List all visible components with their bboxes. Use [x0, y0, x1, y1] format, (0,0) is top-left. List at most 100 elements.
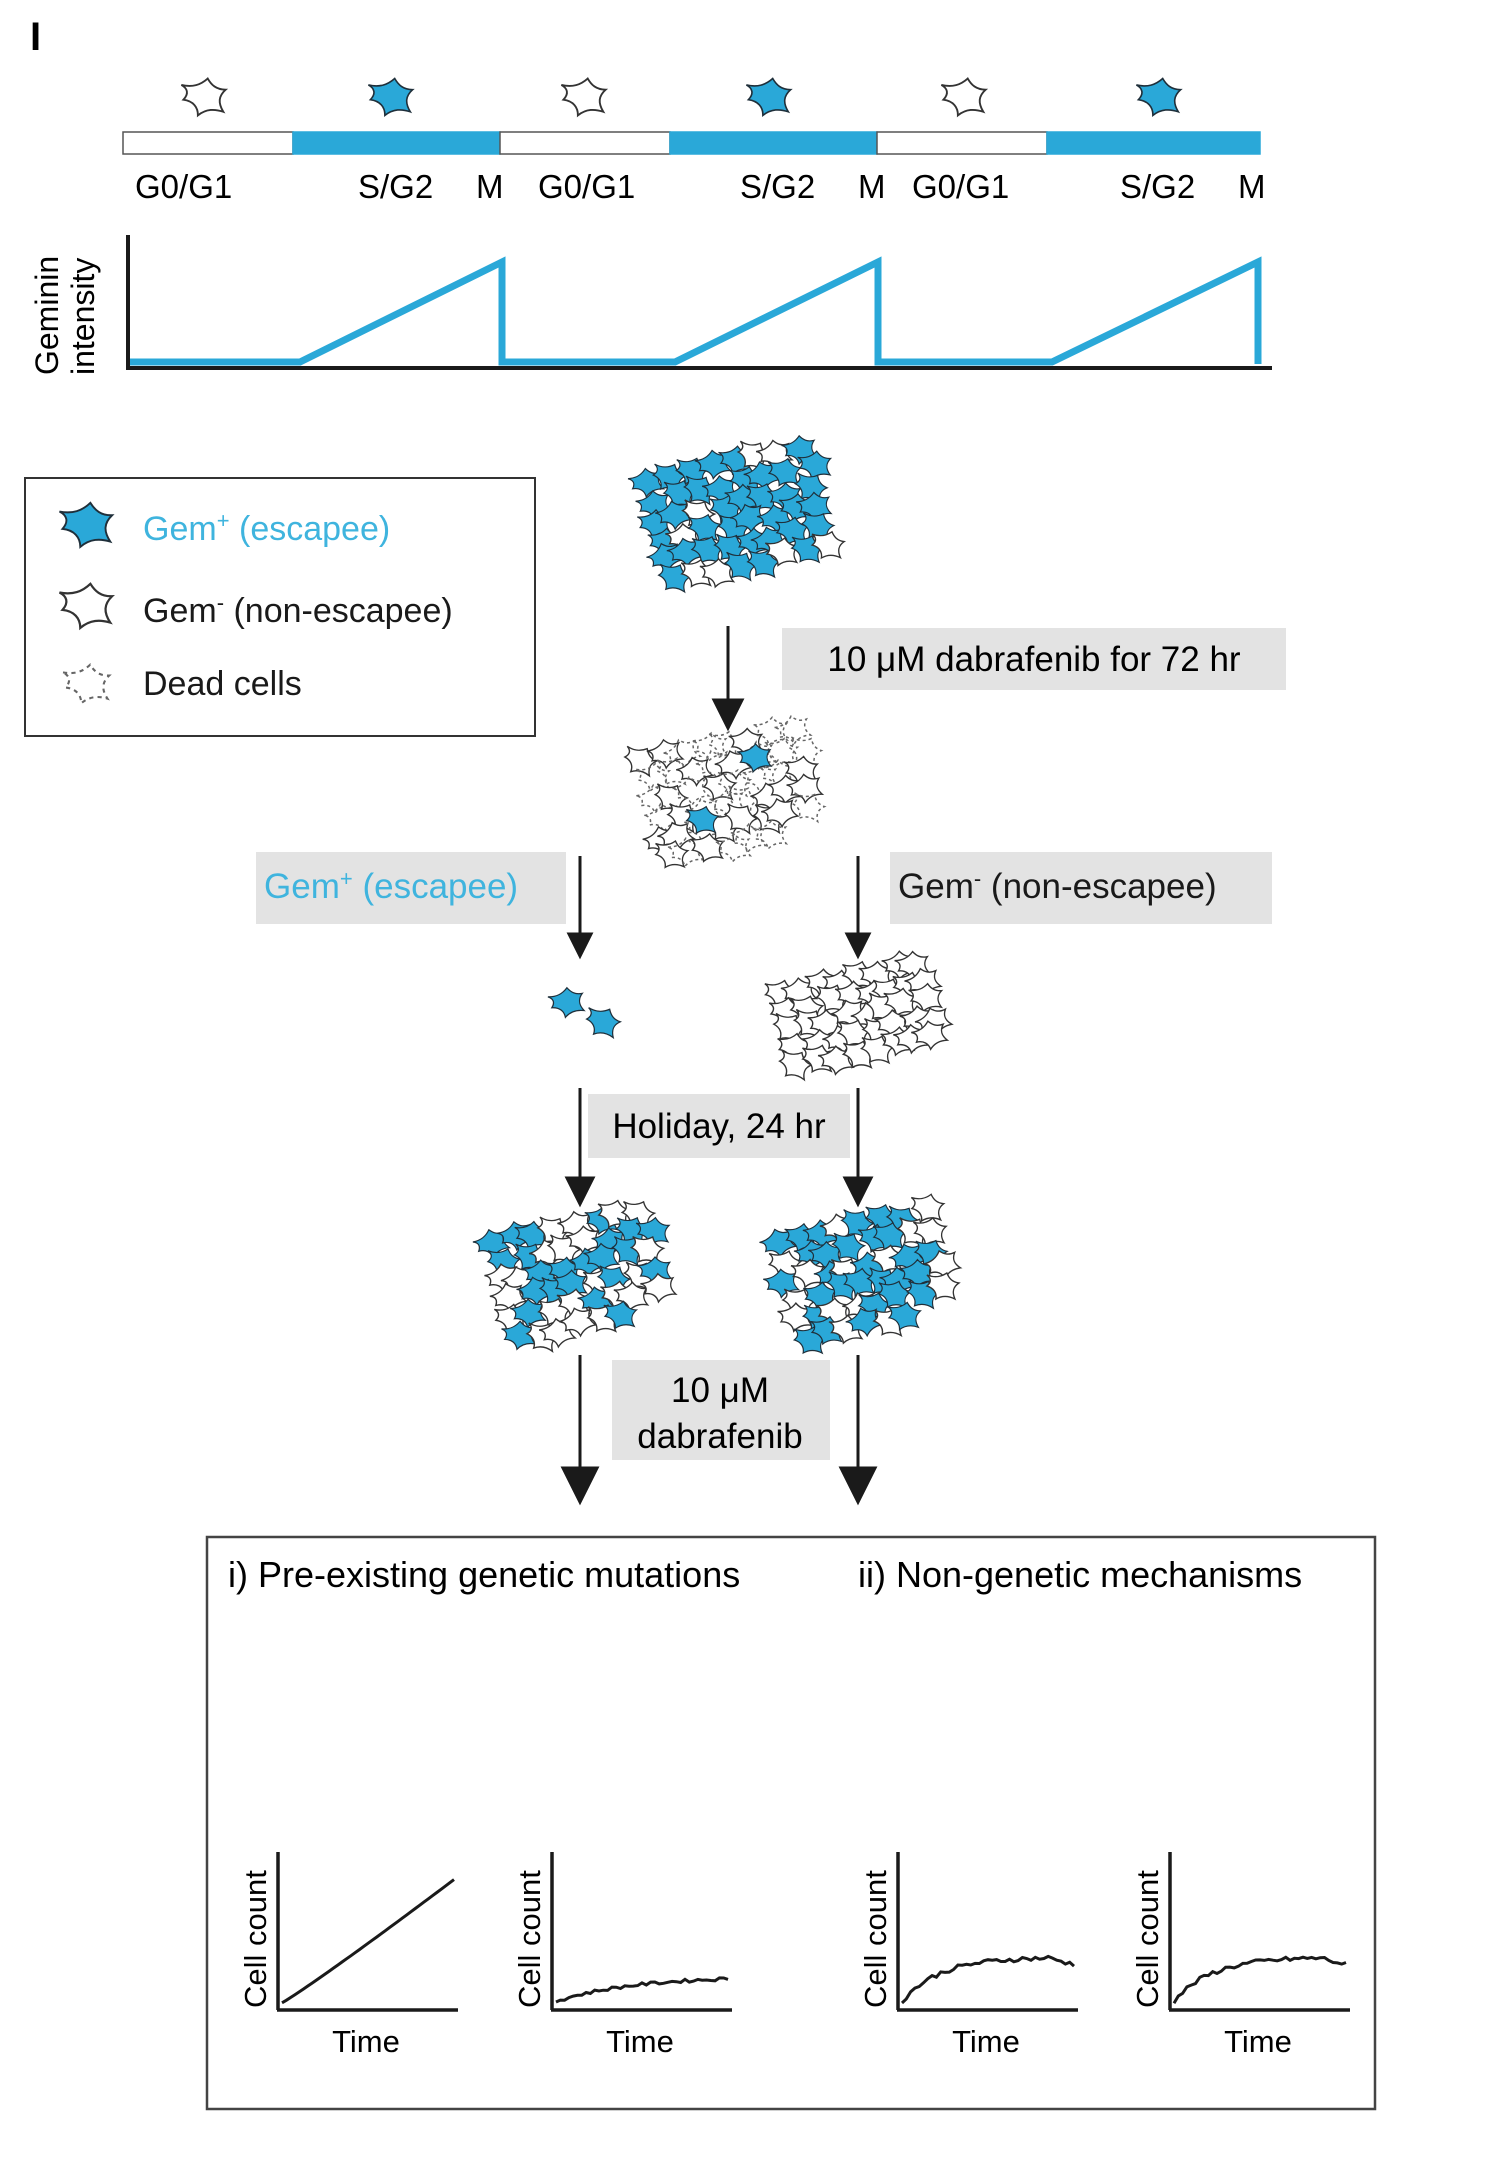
legend-nonescapee-sup: - — [217, 590, 224, 615]
arrow-escapee-sort-head — [566, 932, 594, 960]
geminin-negative-cell-icon — [940, 75, 990, 118]
geminin-trace — [130, 256, 1262, 366]
escapee-cell-icon — [546, 982, 589, 1022]
cell-count-axis-label: Cell count — [238, 1870, 273, 2008]
heading-nongenetic: ii) Non-genetic mechanisms — [858, 1554, 1302, 1595]
phase-label: S/G2 — [740, 168, 815, 205]
phase-label: G0/G1 — [538, 168, 635, 205]
escapee-label-base: Gem — [264, 867, 340, 906]
initial-population-cluster — [626, 430, 846, 594]
legend-nonescapee-base: Gem — [143, 592, 217, 630]
nonescapee-label-base: Gem — [898, 867, 974, 906]
geminin-positive-cell-icon — [1135, 75, 1185, 118]
flow-arrows — [560, 626, 878, 1506]
cell-count-axis-label: Cell count — [1130, 1870, 1165, 2008]
phase-labels: G0/G1 S/G2 M G0/G1 S/G2 M G0/G1 S/G2 M — [135, 168, 1266, 205]
phase-segment-sg2m-2 — [669, 131, 878, 155]
regrown-escapee-cluster — [471, 1198, 681, 1353]
geminin-positive-cell-icon — [745, 75, 795, 118]
phase-label: G0/G1 — [135, 168, 232, 205]
outcomes-box — [205, 1535, 1377, 2111]
holiday-label: Holiday, 24 hr — [612, 1107, 826, 1146]
phase-label: G0/G1 — [912, 168, 1009, 205]
escapee-label-bg — [256, 852, 566, 924]
geminin-negative-cell-icon — [560, 75, 610, 118]
legend-escapee-base: Gem — [143, 510, 217, 548]
cell-count-axis-label: Cell count — [512, 1870, 547, 2008]
dead-cell-icon — [789, 790, 828, 824]
dead-cell-icon — [772, 709, 815, 750]
treatment-label-bg — [782, 628, 1286, 690]
holiday-label-bg — [588, 1094, 850, 1158]
cell-count-trace — [900, 1954, 1075, 2005]
arrow-nonescapee-sort-head — [844, 932, 872, 960]
retreat-label-line2: dabrafenib — [637, 1417, 802, 1456]
legend-box — [24, 477, 536, 737]
escapee-label-rest: (escapee) — [353, 867, 518, 906]
nonescapee-label-sup: - — [974, 866, 981, 891]
geminin-positive-cell-icon — [367, 75, 417, 118]
cell-count-trace — [1172, 1955, 1347, 2005]
regrown-nonescapee-cluster — [757, 1192, 965, 1354]
phase-label: M — [858, 168, 886, 205]
cell-count-trace — [281, 1878, 455, 2005]
cell-cycle-section: G0/G1 S/G2 M G0/G1 S/G2 M G0/G1 S/G2 M G… — [29, 75, 1272, 375]
escapee-cell-icon — [583, 1004, 623, 1039]
phase-label: S/G2 — [1120, 168, 1195, 205]
nonescapee-label-bg — [890, 852, 1272, 924]
legend-escapee-sup: + — [217, 508, 230, 533]
heading-genetic: i) Pre-existing genetic mutations — [228, 1554, 740, 1595]
phase-label: M — [1238, 168, 1266, 205]
flow-labels: 10 μM dabrafenib for 72 hr Gem+ (escapee… — [256, 628, 1286, 1460]
nonescapee-label: Gem- (non-escapee) — [898, 866, 1217, 907]
escapee-label: Gem+ (escapee) — [264, 866, 518, 907]
phase-segment-sg2m-3 — [1046, 131, 1261, 155]
geminin-axis-label: Geminin — [29, 256, 65, 375]
geminin-negative-cell-icon — [180, 75, 230, 118]
phase-label: M — [476, 168, 504, 205]
sorted-nonescapee-cluster — [764, 945, 956, 1082]
cycle-cell-icons — [180, 75, 1185, 118]
treated-population-cluster — [621, 709, 828, 871]
panel-letter: I — [30, 15, 41, 59]
legend-label-nonescapee: Gem- (non-escapee) — [143, 590, 453, 631]
legend-label-escapee: Gem+ (escapee) — [143, 508, 390, 549]
retreat-label-bg — [612, 1360, 830, 1460]
arrow-holiday-right-head — [842, 1176, 874, 1208]
time-axis-label: Time — [606, 2024, 674, 2059]
intensity-axis-label: intensity — [65, 258, 101, 375]
legend-escapee-rest: (escapee) — [230, 510, 391, 548]
phase-segment-g0g1-1 — [122, 131, 294, 155]
arrow-holiday-left-head — [564, 1176, 596, 1208]
time-axis-label: Time — [1224, 2024, 1292, 2059]
legend-nonescapee-rest: (non-escapee) — [224, 592, 453, 630]
cell-count-trace — [555, 1976, 729, 2004]
nonescapee-cell-icon — [910, 1192, 946, 1223]
escapee-label-sup: + — [340, 866, 353, 891]
legend: Gem+ (escapee) Gem- (non-escapee) Dead c… — [24, 477, 536, 737]
arrow-retreat-left-head — [560, 1466, 600, 1506]
geminin-intensity-plot: Geminin intensity — [29, 235, 1272, 375]
time-axis-label: Time — [332, 2024, 400, 2059]
sorted-escapee-cells — [546, 982, 623, 1039]
legend-label-dead: Dead cells — [143, 665, 302, 703]
phase-segment-g0g1-2 — [499, 131, 671, 155]
nonescapee-label-rest: (non-escapee) — [981, 867, 1216, 906]
outcomes-panel: i) Pre-existing genetic mutations ii) No… — [205, 1535, 1377, 2111]
arrow-retreat-right-head — [838, 1466, 878, 1506]
phase-segment-g0g1-3 — [876, 131, 1048, 155]
treatment-label: 10 μM dabrafenib for 72 hr — [827, 640, 1241, 679]
arrow-treatment-head — [711, 698, 745, 732]
phase-label: S/G2 — [358, 168, 433, 205]
retreat-label-line1: 10 μM — [671, 1371, 769, 1410]
phase-bar — [122, 131, 1261, 155]
phase-segment-sg2m-1 — [292, 131, 501, 155]
time-axis-label: Time — [952, 2024, 1020, 2059]
cell-count-axis-label: Cell count — [858, 1870, 893, 2008]
